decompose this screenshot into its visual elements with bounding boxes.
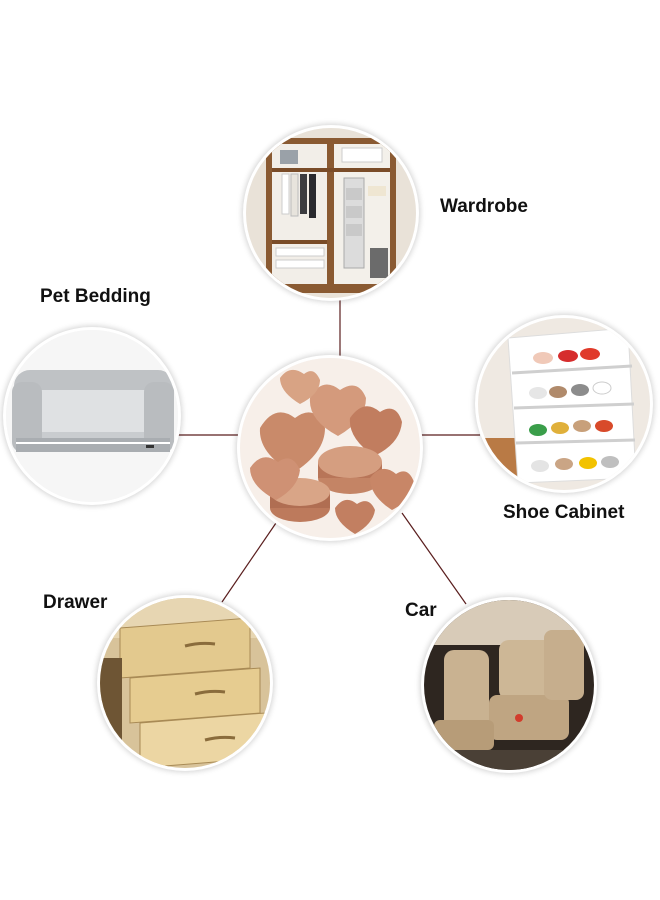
wardrobe-image [246,128,416,298]
cedar-blocks-image [240,358,420,538]
car-interior-image [424,600,594,770]
car-label: Car [405,600,437,621]
shoe-cabinet-image [478,318,650,490]
connector-drawer [221,522,277,603]
pet-bedding-image [6,330,178,502]
pet-bedding-label: Pet Bedding [40,286,151,307]
connector-car [401,512,467,605]
drawer-label: Drawer [43,592,108,613]
wardrobe-label: Wardrobe [440,196,528,217]
drawer-image [100,598,270,768]
shoe-cabinet-label: Shoe Cabinet [503,502,625,523]
